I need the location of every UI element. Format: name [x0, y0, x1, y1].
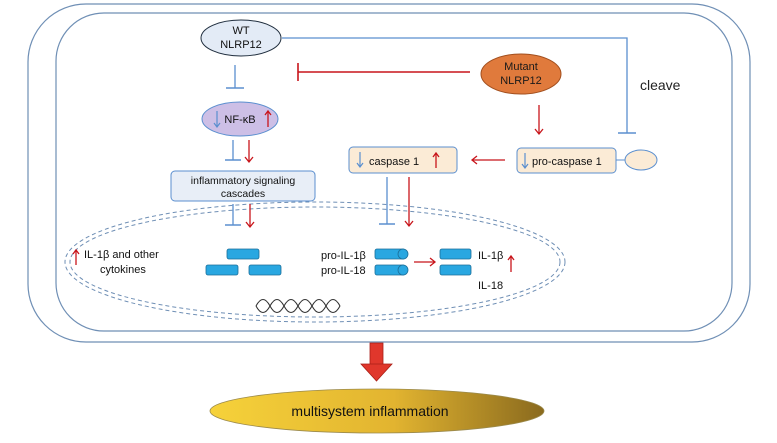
procaspase1-node: pro-caspase 1: [516, 147, 617, 174]
procaspase-down-arrow-icon: [521, 153, 529, 169]
cleave-label: cleave: [640, 77, 681, 93]
mutant-label-line1: Mutant: [504, 61, 538, 73]
outcome-node: multisystem inflammation: [209, 388, 545, 434]
inflammatory-cascade-node: inflammatory signaling cascades: [170, 170, 316, 202]
wt-nlrp12-node: WT NLRP12: [200, 19, 282, 57]
nfkb-activates-cascade-arrow: [244, 140, 254, 164]
nfkb-node: NF-κB: [201, 101, 279, 137]
wt-to-procaspase-inhibition: [282, 37, 628, 133]
nucleus-outer: [64, 201, 566, 323]
mutant-nlrp12-node: Mutant NLRP12: [480, 53, 562, 95]
il1b-label: IL-1β: [478, 250, 503, 262]
nfkb-up-arrow-icon: [264, 109, 272, 127]
caspase-up-arrow-icon: [432, 151, 440, 168]
caspase-down-arrow-icon: [356, 152, 364, 168]
il18-label: IL-18: [478, 280, 503, 292]
caspase-activates-nucleus-arrow: [404, 177, 414, 228]
nfkb-label: NF-κB: [224, 114, 255, 126]
wt-label-line1: WT: [232, 25, 249, 37]
outcome-arrow-icon: [360, 342, 393, 382]
mutant-to-procaspase-arrow: [534, 105, 544, 136]
cytokine-up-arrow-icon: [72, 248, 80, 265]
nucleus-inner: [69, 206, 561, 318]
cell-inner-membrane: [55, 12, 733, 332]
cascade-label-line2: cascades: [221, 188, 265, 200]
mutant-label-line2: NLRP12: [500, 75, 542, 87]
nfkb-down-arrow-icon: [213, 111, 221, 128]
caspase1-node: caspase 1: [348, 146, 458, 174]
il18-protein: [439, 264, 472, 276]
il1b-up-arrow-icon: [507, 254, 515, 272]
il1b-protein: [439, 248, 472, 260]
wt-label-line2: NLRP12: [220, 39, 262, 51]
pro-il18-label: pro-IL-18: [321, 265, 366, 277]
cytokine-label-line2: cytokines: [100, 264, 146, 276]
cytokine-protein-bar-1: [226, 248, 260, 260]
cascade-label-line1: inflammatory signaling: [191, 175, 296, 187]
cytokine-label-line1: IL-1β and other: [84, 249, 159, 261]
cascade-activates-nucleus-arrow: [245, 204, 255, 229]
procaspase-to-caspase-arrow: [470, 155, 505, 165]
pro-il1b-protein: [374, 248, 409, 260]
dna-helix-icon: [255, 298, 341, 314]
procaspase1-label: pro-caspase 1: [532, 156, 602, 168]
pro-il1b-label: pro-IL-1β: [321, 250, 366, 262]
pro-to-mature-arrow: [414, 257, 437, 267]
outcome-label: multisystem inflammation: [291, 403, 448, 419]
caspase1-label: caspase 1: [369, 156, 419, 168]
procaspase-domain-oval: [624, 149, 658, 171]
pro-il18-protein: [374, 264, 409, 276]
cytokine-protein-bar-3: [248, 264, 282, 276]
cell-outer-membrane: [27, 3, 751, 343]
cytokine-protein-bar-2: [205, 264, 239, 276]
